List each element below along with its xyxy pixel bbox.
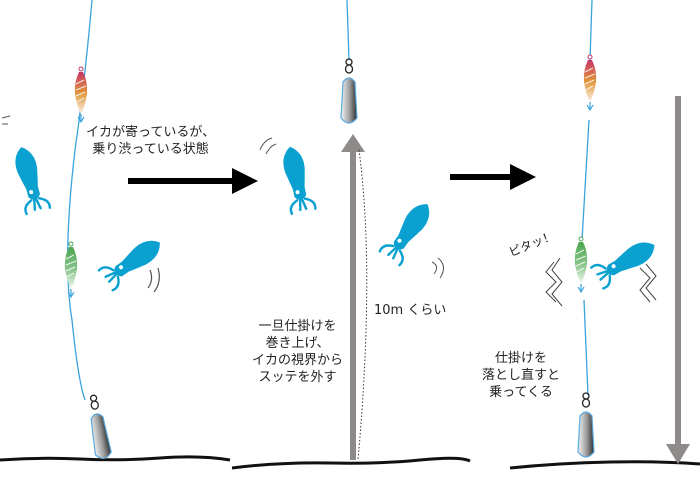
caption-line: 落とし直すと (482, 368, 561, 383)
panel-1 (1, 0, 169, 461)
pink-squid-jig-icon (583, 54, 597, 111)
squid-icon (97, 231, 169, 292)
squid-icon (378, 195, 439, 267)
seabed-mid (231, 456, 471, 470)
panel-2-caption: 一旦仕掛けを 巻き上げ、 イカの視界から スッテを外す (252, 318, 343, 386)
right-arrow-icon (450, 164, 536, 190)
green-squid-jig-icon (64, 241, 78, 298)
sinker-icon (84, 393, 113, 461)
fishing-line-3 (581, 0, 593, 396)
distance-label: 10m くらい (374, 303, 447, 318)
fishing-line-1 (67, 0, 93, 401)
squid-icon (276, 142, 317, 216)
caption-line: 仕掛けを (495, 351, 548, 366)
caption-line: イカが寄っているが、 (86, 125, 216, 140)
sinker-icon (340, 58, 358, 124)
caption-line: 乗り渋っている状態 (92, 142, 209, 157)
green-squid-jig-icon (574, 236, 588, 293)
fishing-line-2 (346, 0, 350, 61)
right-arrow-icon (128, 168, 258, 194)
panel-2 (259, 0, 444, 461)
caption-line: スッテを外す (258, 370, 337, 385)
panel-3-caption: 仕掛けを 落とし直すと 乗ってくる (482, 350, 560, 401)
caption-line: 巻き上げ、 (265, 336, 330, 351)
squid-icon (589, 233, 662, 290)
caption-line: 一旦仕掛けを (258, 319, 337, 334)
caption-line: 乗ってくる (489, 385, 553, 400)
pink-squid-jig-icon (74, 66, 88, 123)
seabed-right (509, 460, 700, 470)
seabed-left (0, 455, 231, 462)
up-arrow-icon (341, 134, 365, 460)
caption-line: イカの視界から (252, 353, 344, 368)
panel-1-caption: イカが寄っているが、 乗り渋っている状態 (86, 124, 215, 158)
panel-3 (545, 0, 690, 464)
squid-icon (8, 142, 52, 216)
sinker-icon (577, 392, 595, 458)
down-arrow-icon (666, 96, 690, 464)
